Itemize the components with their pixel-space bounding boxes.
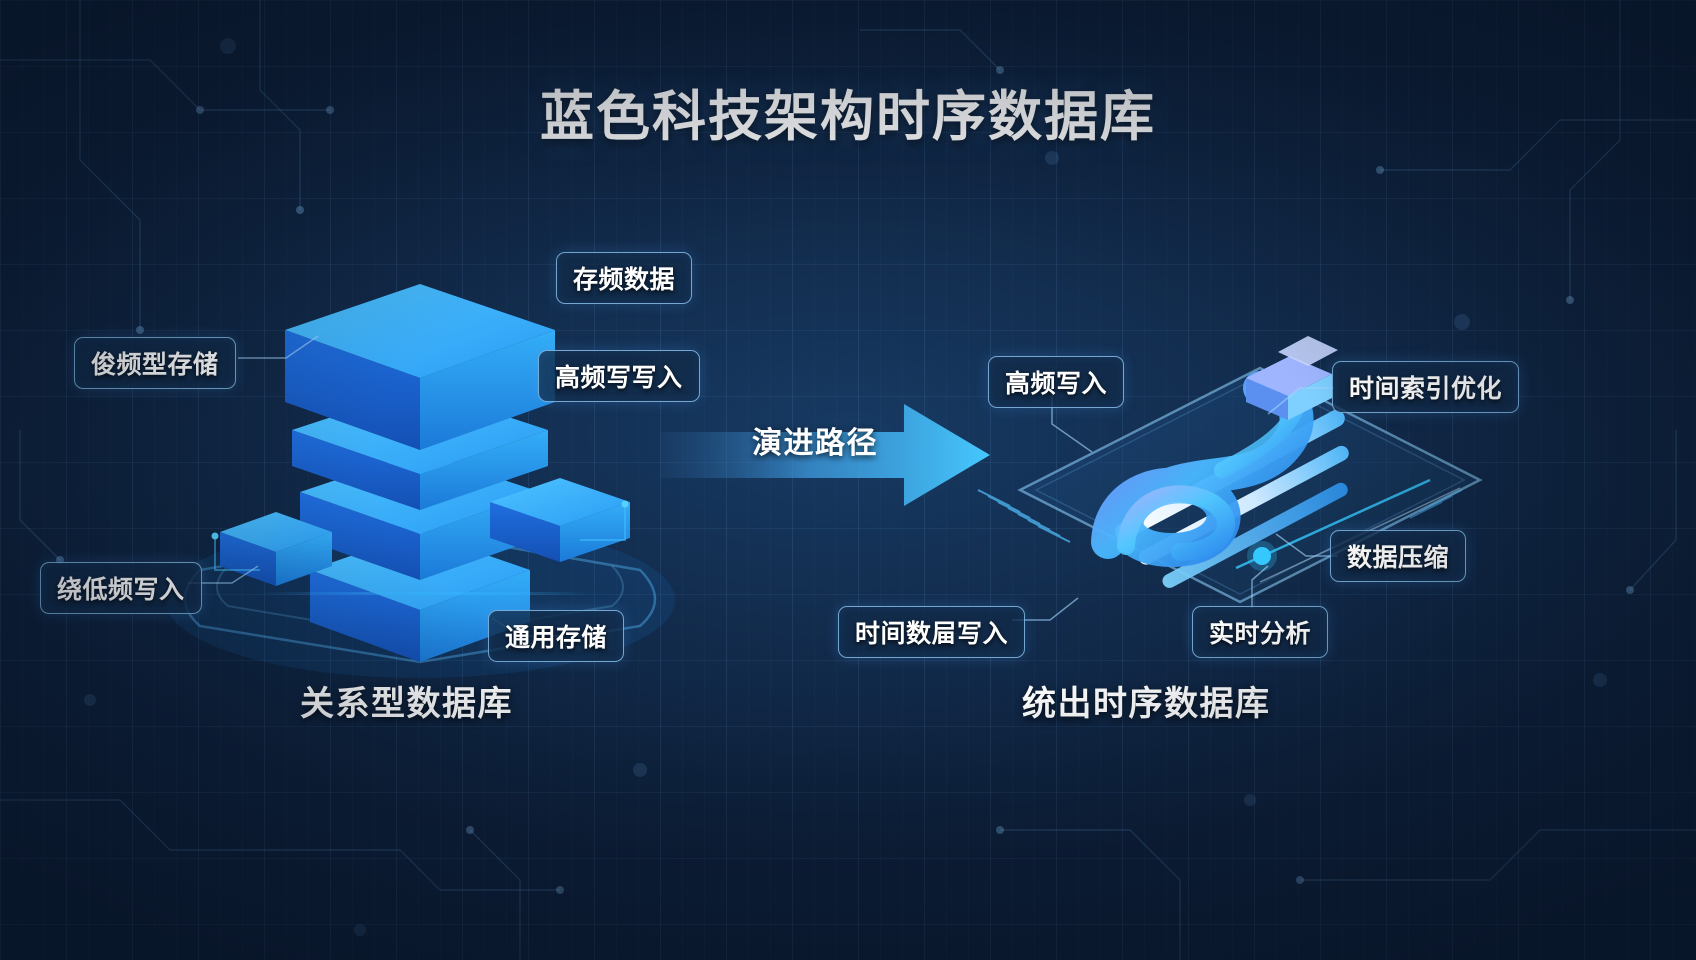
vignette-overlay [0,0,1696,960]
infographic-canvas: 演进路径 俊频型存储 绕低频写入 通用存储 存频数据 高频写写入 高频写入 时间… [0,0,1696,960]
